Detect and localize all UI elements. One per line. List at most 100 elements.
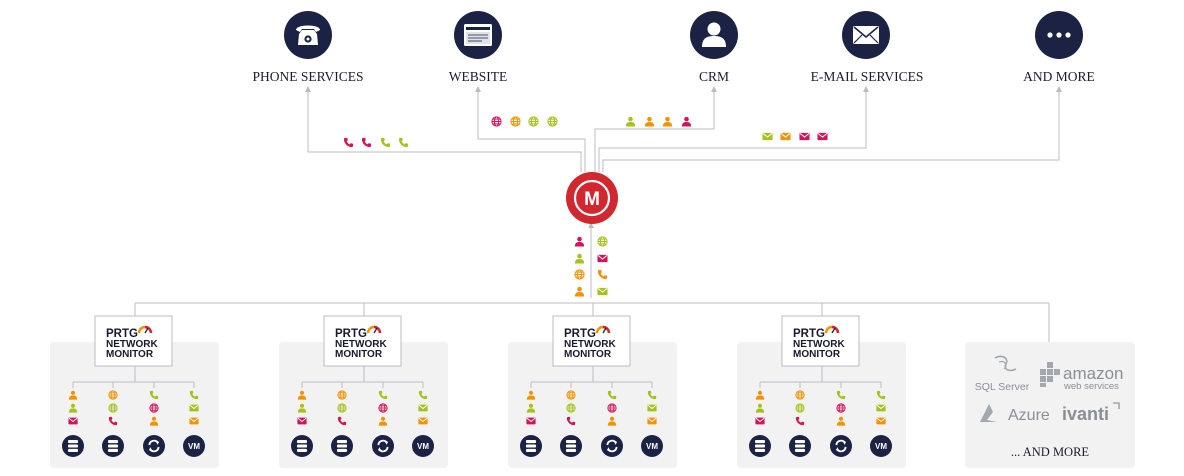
service-label-crm: CRM	[699, 69, 729, 84]
phone-icon	[398, 137, 409, 148]
user-icon	[574, 286, 585, 297]
envelope-icon	[817, 132, 828, 141]
monitor-groups: PRTGNETWORKMONITORVMPRTGNETWORKMONITORVM…	[50, 315, 906, 468]
line-phone	[307, 91, 582, 172]
icon-column: VM	[412, 390, 434, 457]
hub: M	[566, 172, 618, 224]
sql-server-logo: SQL Server	[975, 355, 1030, 393]
globe-icon	[547, 116, 558, 127]
icon-column: VM	[870, 390, 892, 457]
envelope-icon	[597, 287, 608, 296]
ivanti-mark-icon	[1113, 402, 1120, 409]
icon-column: VM	[183, 390, 205, 457]
envelope-icon	[297, 417, 307, 425]
envelope-icon	[647, 404, 657, 412]
globe-icon	[510, 116, 521, 127]
envelope-icon	[597, 254, 608, 263]
database-icon	[102, 435, 124, 457]
phone-route-icons	[343, 137, 409, 148]
gauge-icon	[366, 325, 382, 334]
user-icon	[574, 236, 585, 247]
user-icon	[574, 253, 585, 264]
sync-icon	[372, 435, 394, 457]
line-website	[477, 91, 586, 172]
arrow-crm	[711, 86, 717, 92]
envelope-icon	[762, 132, 773, 141]
network-text: NETWORK	[106, 339, 158, 350]
database-icon	[331, 435, 353, 457]
prtg-text: PRTG	[106, 328, 138, 340]
service-crm	[690, 11, 738, 59]
arrow-website	[475, 86, 481, 92]
vm-label: VM	[646, 442, 658, 451]
icon-column	[560, 390, 582, 457]
phone-icon	[597, 269, 608, 280]
envelope-icon	[418, 404, 428, 412]
vm-icon: VM	[641, 435, 663, 457]
arrow-phone	[305, 86, 311, 92]
globe-icon	[491, 116, 502, 127]
database-icon	[560, 435, 582, 457]
sql-server-text: SQL Server	[975, 381, 1030, 393]
arrow-feed	[588, 222, 594, 228]
service-label-website: WEBSITE	[449, 69, 508, 84]
service-labels: PHONE SERVICES WEBSITE CRM E-MAIL SERVIC…	[252, 69, 1094, 84]
monitor-text: MONITOR	[564, 349, 612, 360]
icon-column	[62, 390, 84, 457]
crm-route-icons	[625, 116, 692, 127]
network-text: NETWORK	[793, 339, 845, 350]
sync-icon	[143, 435, 165, 457]
service-website	[454, 11, 502, 59]
envelope-icon	[68, 417, 78, 425]
user-icon	[681, 116, 692, 127]
more-dots-icon	[1047, 32, 1071, 38]
envelope-icon	[799, 132, 810, 141]
gauge-icon	[824, 325, 840, 334]
gauge-icon	[137, 325, 153, 334]
vm-icon: VM	[183, 435, 205, 457]
website-route-icons	[491, 116, 558, 127]
phone-icon	[343, 137, 354, 148]
database-icon	[749, 435, 771, 457]
arrow-more	[1056, 86, 1062, 92]
sync-icon	[601, 435, 623, 457]
monitor-text: MONITOR	[793, 349, 841, 360]
vm-label: VM	[417, 442, 429, 451]
envelope-icon	[755, 417, 765, 425]
database-icon	[62, 435, 84, 457]
service-label-email: E-MAIL SERVICES	[811, 69, 924, 84]
group-tree-lines	[759, 366, 882, 388]
icon-column	[830, 390, 852, 457]
integrations-panel: SQL Server amazon web services Azure iva…	[965, 342, 1135, 468]
service-phone	[284, 11, 332, 59]
envelope-icon	[853, 26, 879, 44]
service-label-phone: PHONE SERVICES	[252, 69, 363, 84]
icon-column	[601, 390, 623, 457]
group-tree-lines	[72, 366, 195, 388]
connector-lines	[134, 91, 1060, 342]
monitor-text: MONITOR	[335, 349, 383, 360]
azure-mark-icon	[980, 404, 997, 422]
icon-column: VM	[641, 390, 663, 457]
vm-label: VM	[875, 442, 887, 451]
database-icon	[291, 435, 313, 457]
envelope-icon	[780, 132, 791, 141]
user-icon	[625, 116, 636, 127]
ivanti-text: ivanti	[1062, 404, 1109, 424]
envelope-icon	[418, 417, 428, 425]
icon-column	[520, 390, 542, 457]
icon-column	[749, 390, 771, 457]
gauge-icon	[595, 325, 611, 334]
icon-column	[789, 390, 811, 457]
azure-logo: Azure	[980, 404, 1050, 424]
envelope-icon	[189, 417, 199, 425]
globe-icon	[528, 116, 539, 127]
email-route-icons	[762, 132, 828, 141]
vm-icon: VM	[870, 435, 892, 457]
